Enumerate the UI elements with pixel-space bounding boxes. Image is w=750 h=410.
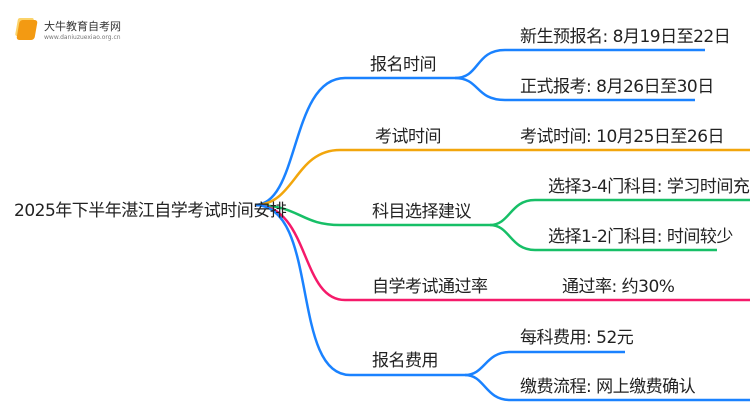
child-line bbox=[489, 198, 750, 227]
logo-url: www.daniuzuexiao.org.cn bbox=[44, 34, 121, 41]
child-line bbox=[464, 373, 750, 402]
branch-registration: 报名时间 bbox=[370, 55, 437, 75]
child-line bbox=[454, 76, 695, 102]
node-pass-rate: 通过率: 约30% bbox=[562, 277, 675, 297]
branch-exam-time: 考试时间 bbox=[375, 127, 442, 147]
child-line bbox=[454, 48, 705, 80]
branch-line-fee bbox=[254, 203, 465, 377]
site-logo: 大牛教育自考网 www.daniuzuexiao.org.cn bbox=[16, 18, 121, 41]
node-pre-registration: 新生预报名: 8月19日至22日 bbox=[520, 27, 731, 47]
branch-line-subjects bbox=[254, 203, 490, 227]
branch-fee: 报名费用 bbox=[372, 351, 439, 371]
logo-name: 大牛教育自考网 bbox=[44, 20, 121, 33]
child-line bbox=[464, 350, 625, 377]
node-payment-process: 缴费流程: 网上缴费确认 bbox=[520, 377, 696, 397]
branch-line-registration bbox=[254, 76, 455, 207]
node-formal-registration: 正式报考: 8月26日至30日 bbox=[520, 77, 714, 97]
node-3-4-subjects: 选择3-4门科目: 学习时间充裕 bbox=[548, 177, 750, 197]
node-1-2-subjects: 选择1-2门科目: 时间较少 bbox=[548, 227, 733, 247]
node-exam-date: 考试时间: 10月25日至26日 bbox=[520, 127, 725, 147]
node-fee-per-subject: 每科费用: 52元 bbox=[520, 328, 634, 348]
root-topic: 2025年下半年湛江自学考试时间安排 bbox=[14, 201, 287, 221]
branch-line-exam bbox=[254, 148, 750, 207]
child-line bbox=[489, 223, 717, 252]
branch-pass-rate: 自学考试通过率 bbox=[372, 277, 488, 297]
branch-subject-advice: 科目选择建议 bbox=[372, 202, 472, 222]
book-icon bbox=[16, 19, 38, 40]
